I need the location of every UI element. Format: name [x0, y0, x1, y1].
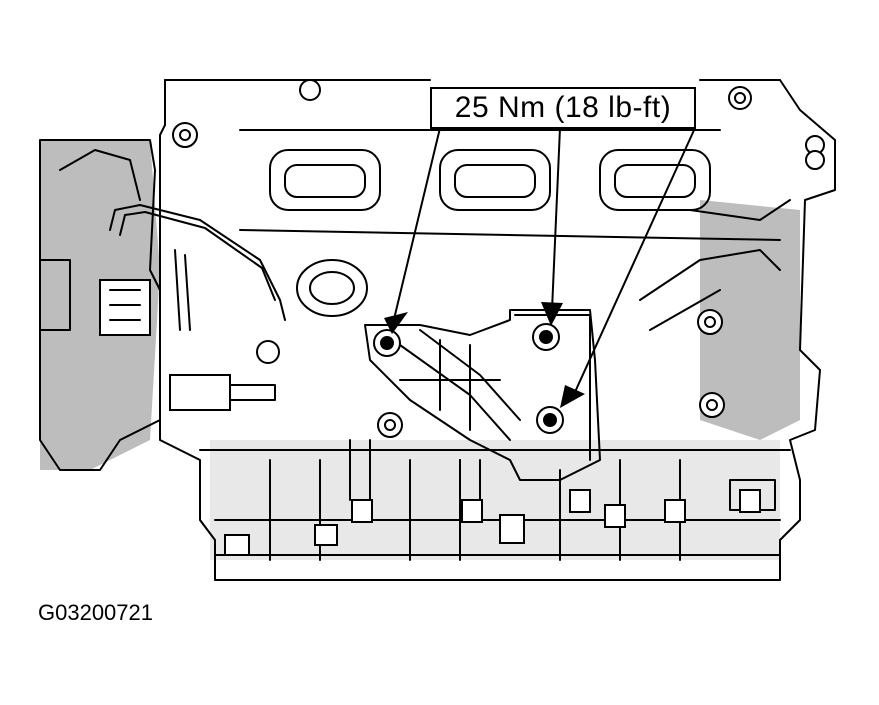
- wire-harness: [109, 204, 286, 321]
- connector-plug: [99, 279, 151, 336]
- ring-bolt-2: [299, 79, 321, 101]
- figure-id: G03200721: [38, 600, 153, 625]
- bracket-pad: [514, 314, 591, 461]
- bracket-webbing: [399, 339, 501, 431]
- connector-ribs: [109, 289, 141, 321]
- filter-boss-inner: [309, 271, 355, 305]
- torque-spec-callout: 25 Nm (18 lb-ft): [430, 87, 696, 129]
- tube-lines: [174, 249, 191, 331]
- ring-bolt-3-center: [734, 92, 746, 104]
- right-component-shading: [700, 200, 800, 440]
- callout-arrow: [384, 127, 696, 408]
- port-2: [439, 149, 551, 211]
- left-bracket: [39, 259, 71, 331]
- bolt-icon-3-center: [543, 413, 557, 427]
- bolt-icon-2-center: [539, 330, 553, 344]
- bolt-icon-center: [380, 336, 394, 350]
- port-1-inner: [284, 164, 366, 198]
- sensor-body: [169, 374, 231, 411]
- ring-bolt-5: [805, 150, 825, 170]
- left-housing: [39, 139, 161, 471]
- pan-studs: [224, 489, 761, 556]
- pan-ribs: [269, 459, 681, 561]
- bracket-ribs: [399, 329, 521, 441]
- oil-pan-shading: [210, 440, 780, 560]
- port-1: [269, 149, 381, 211]
- wire-harness-inner: [119, 211, 276, 301]
- port-3-inner: [614, 164, 696, 198]
- head-rails: [239, 129, 781, 241]
- ring-bolt-8-center: [706, 399, 718, 411]
- right-rail: [689, 199, 791, 221]
- ring-bolt-6: [256, 340, 280, 364]
- engine-block-outline: [159, 79, 836, 581]
- right-stud-block: [729, 479, 776, 511]
- ring-bolt-7-center: [704, 316, 716, 328]
- right-arm: [639, 249, 781, 331]
- sensor-tip: [229, 384, 276, 401]
- ring-bolt-9-center: [384, 419, 396, 431]
- ring-bolt-1-center: [179, 129, 191, 141]
- left-housing-detail: [59, 149, 141, 201]
- port-3: [599, 149, 711, 211]
- port-2-inner: [454, 164, 536, 198]
- stud-shafts: [349, 439, 481, 501]
- mount-bracket: [364, 309, 601, 481]
